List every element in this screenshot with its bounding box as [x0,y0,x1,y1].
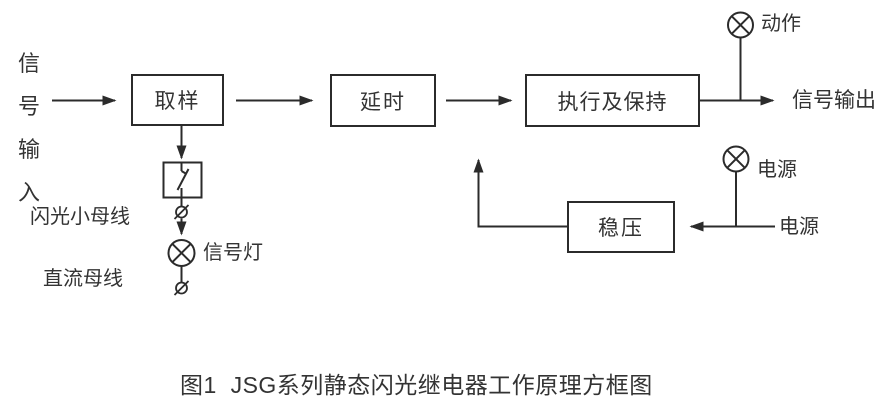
figure-caption: 图1 JSG系列静态闪光继电器工作原理方框图 [180,372,653,398]
signal-lamp-icon [167,239,196,267]
feedback-arrow [473,158,567,228]
power-source-label: 电源 [779,216,819,238]
signal-lamp-label: 信号灯 [203,242,263,264]
block-execute-hold: 执行及保持 [525,74,700,127]
power-lamp-label: 电源 [757,159,797,181]
block-delay: 延时 [330,74,436,127]
signal-output-label: 信号输出 [792,89,876,112]
block-sampling: 取样 [131,74,224,126]
flash-bus-label: 闪光小母线 [30,206,130,228]
action-lamp-icon [727,11,754,39]
terminal-icon-bottom [173,280,190,296]
signal-input-label: 信号输入 [17,51,40,205]
action-lamp-label: 动作 [761,13,801,35]
block-voltage-regulator: 稳压 [567,201,675,253]
power-lamp-icon [722,145,750,173]
dc-bus-label: 直流母线 [43,268,123,290]
terminal-icon-top [173,204,190,220]
switch-contact-icon [162,161,203,207]
